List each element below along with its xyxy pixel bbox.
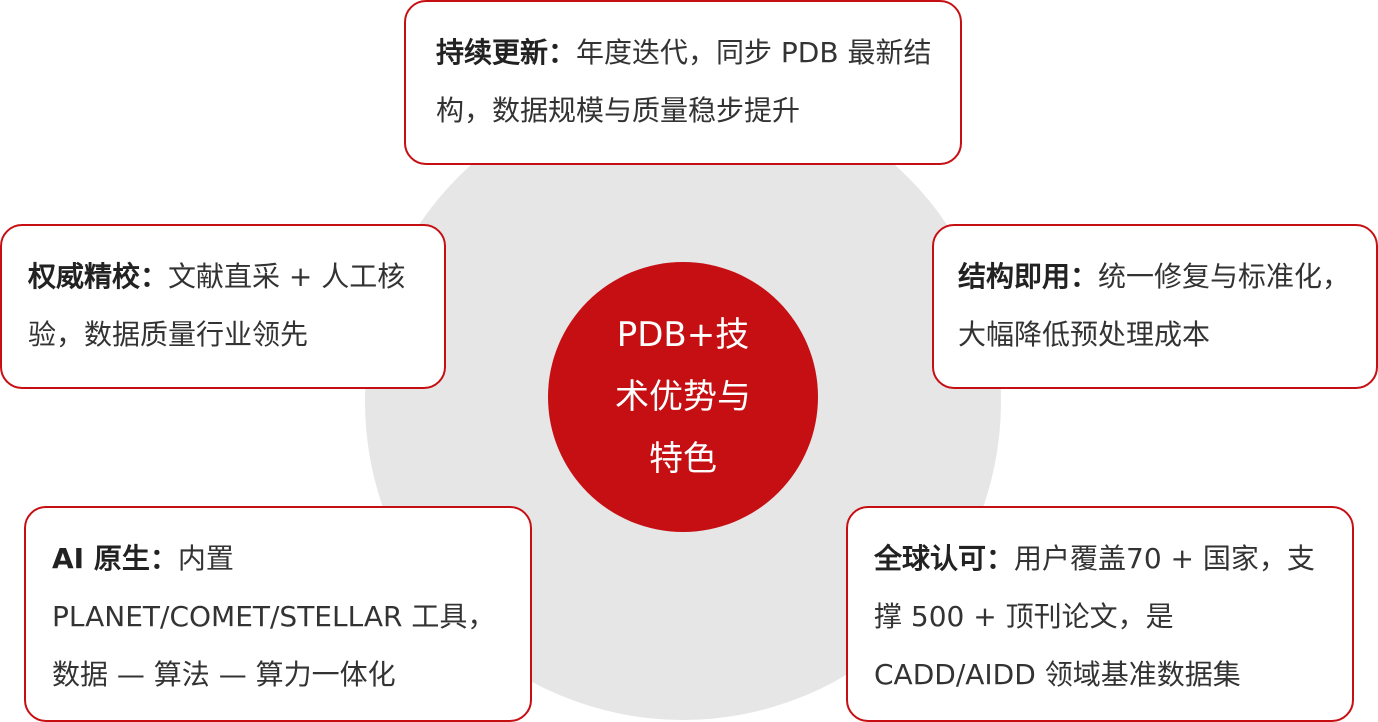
card-text: 文献直采 + 人工核验，数据质量行业领先 <box>28 260 406 351</box>
card-text: 用户覆盖70 + 国家，支撑 500 + 顶刊论文，是 CADD/AIDD 领域… <box>874 542 1315 691</box>
card-text: 统一修复与标准化，大幅降低预处理成本 <box>958 260 1351 351</box>
center-label: PDB+技术优势与特色 <box>615 315 751 479</box>
card-global-recognition: 全球认可：用户覆盖70 + 国家，支撑 500 + 顶刊论文，是 CADD/AI… <box>846 506 1354 722</box>
card-title: 权威精校： <box>28 260 169 293</box>
card-title: 持续更新： <box>436 36 577 69</box>
card-title: 结构即用： <box>958 260 1099 293</box>
card-text: 内置 PLANET/COMET/STELLAR 工具，数据 — 算法 — 算力一… <box>52 542 496 691</box>
card-ai-native: AI 原生：内置 PLANET/COMET/STELLAR 工具，数据 — 算法… <box>24 506 532 722</box>
card-authoritative-curation: 权威精校：文献直采 + 人工核验，数据质量行业领先 <box>0 224 446 389</box>
card-title: AI 原生： <box>52 542 178 575</box>
card-ready-to-use-structures: 结构即用：统一修复与标准化，大幅降低预处理成本 <box>932 224 1378 389</box>
center-circle: PDB+技术优势与特色 <box>548 262 818 532</box>
card-continuous-update: 持续更新：年度迭代，同步 PDB 最新结构，数据规模与质量稳步提升 <box>404 0 962 165</box>
card-title: 全球认可： <box>874 542 1015 575</box>
card-text: 年度迭代，同步 PDB 最新结构，数据规模与质量稳步提升 <box>436 36 932 127</box>
